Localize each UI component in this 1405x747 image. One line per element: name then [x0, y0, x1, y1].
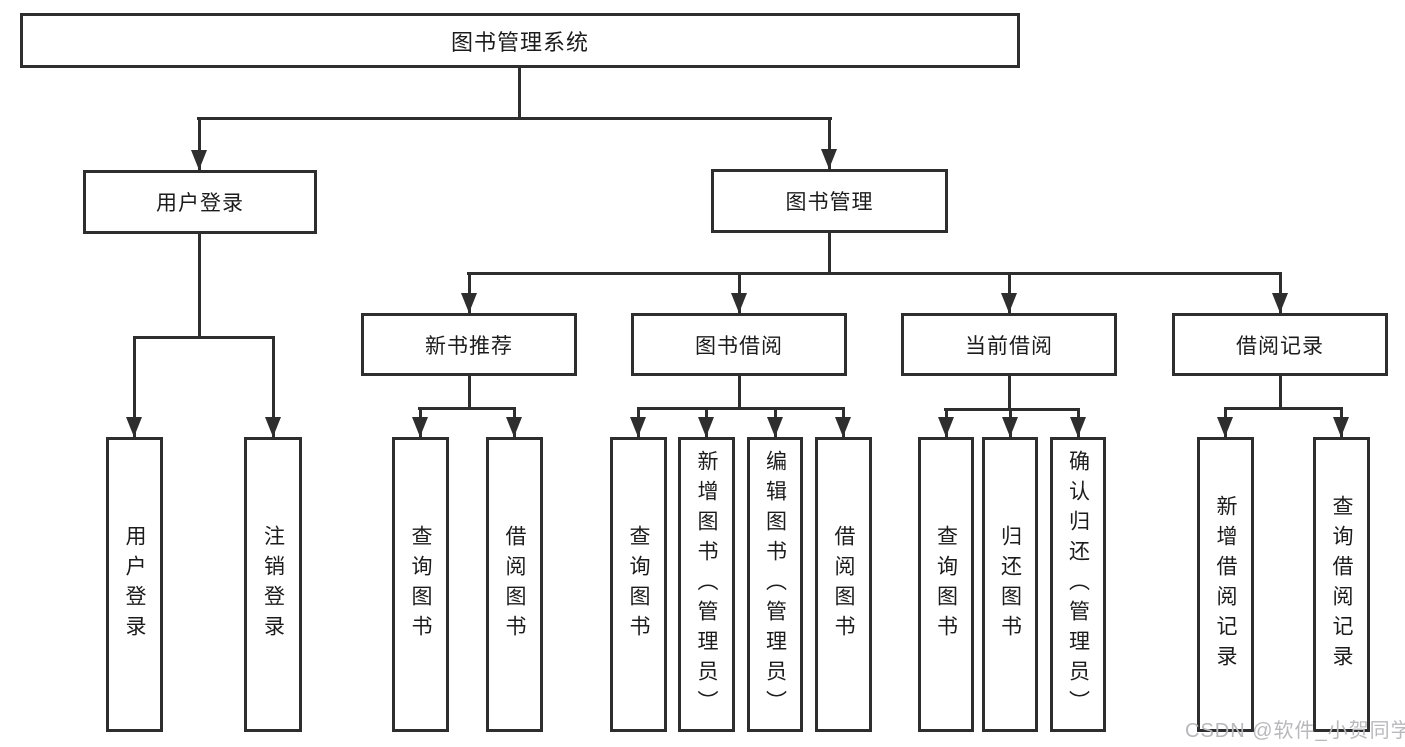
node-root: 图书管理系统: [20, 13, 1020, 68]
connector-user-login-drop: [198, 234, 201, 336]
leaf-user-login: 用户登录: [106, 437, 163, 732]
leaf-query-books-borrow: 查询图书: [610, 437, 667, 732]
leaf-borrow-books-recommend: 借阅图书: [486, 437, 543, 732]
leaf-add-borrow-record: 新增借阅记录: [1197, 437, 1254, 732]
connector-to-new-book: [468, 272, 471, 313]
arrow-down-icon: [1002, 417, 1018, 437]
csdn-watermark: CSDN @软件_小贺同学: [1185, 720, 1405, 742]
leaf-logout: 注销登录: [244, 437, 302, 732]
arrow-down-icon: [835, 417, 851, 437]
node-borrow-records: 借阅记录: [1172, 313, 1388, 376]
connector-level2-branch: [197, 117, 832, 120]
arrow-down-icon: [265, 417, 281, 437]
connector-to-current-borrow: [1008, 272, 1011, 313]
arrow-down-icon: [1001, 293, 1017, 313]
leaf-query-books-current: 查询图书: [918, 437, 974, 732]
connector-current-borrow-drop: [1008, 376, 1011, 408]
connector-to-user-login: [198, 117, 201, 170]
arrow-down-icon: [731, 293, 747, 313]
arrow-down-icon: [698, 417, 714, 437]
connector-book-borrow-branch: [637, 407, 845, 410]
connector-to-book-borrow: [738, 272, 741, 313]
arrow-down-icon: [1070, 417, 1086, 437]
leaf-add-book-admin: 新增图书（管理员）: [678, 437, 735, 732]
node-book-borrow: 图书借阅: [631, 313, 847, 376]
arrow-down-icon: [1333, 417, 1349, 437]
arrow-down-icon: [1217, 417, 1233, 437]
arrow-down-icon: [767, 417, 783, 437]
arrow-down-icon: [412, 417, 428, 437]
leaf-return-book: 归还图书: [982, 437, 1038, 732]
arrow-down-icon: [126, 417, 142, 437]
connector-new-book-drop: [468, 376, 471, 407]
leaf-borrow-books-2: 借阅图书: [815, 437, 872, 732]
arrow-down-icon: [191, 150, 207, 170]
leaf-query-books-recommend: 查询图书: [392, 437, 449, 732]
leaf-edit-book-admin: 编辑图书（管理员）: [747, 437, 803, 732]
node-book-management: 图书管理: [711, 169, 948, 233]
connector-new-book-branch: [418, 407, 516, 410]
connector-to-borrow-records: [1279, 272, 1282, 313]
connector-level3-branch: [467, 272, 1281, 275]
connector-borrow-records-drop: [1279, 376, 1282, 407]
connector-book-borrow-drop: [738, 376, 741, 407]
node-new-book-recommend: 新书推荐: [361, 313, 577, 376]
arrow-down-icon: [1272, 293, 1288, 313]
connector-user-login-branch: [133, 336, 274, 339]
arrow-down-icon: [821, 149, 837, 169]
node-current-borrow: 当前借阅: [901, 313, 1117, 376]
arrow-down-icon: [630, 417, 646, 437]
node-user-login: 用户登录: [83, 170, 317, 234]
arrow-down-icon: [506, 417, 522, 437]
connector-borrow-records-branch: [1224, 407, 1343, 410]
connector-current-borrow-branch: [944, 408, 1080, 411]
leaf-query-borrow-record: 查询借阅记录: [1313, 437, 1370, 732]
connector-to-book-management: [828, 117, 831, 169]
connector-book-management-drop: [828, 233, 831, 272]
arrow-down-icon: [461, 293, 477, 313]
connector-root-drop: [518, 68, 521, 117]
connector-to-leaf-user-login: [133, 336, 136, 437]
leaf-confirm-return-admin: 确认归还（管理员）: [1050, 437, 1106, 732]
connector-to-leaf-logout: [272, 336, 275, 437]
arrow-down-icon: [938, 417, 954, 437]
